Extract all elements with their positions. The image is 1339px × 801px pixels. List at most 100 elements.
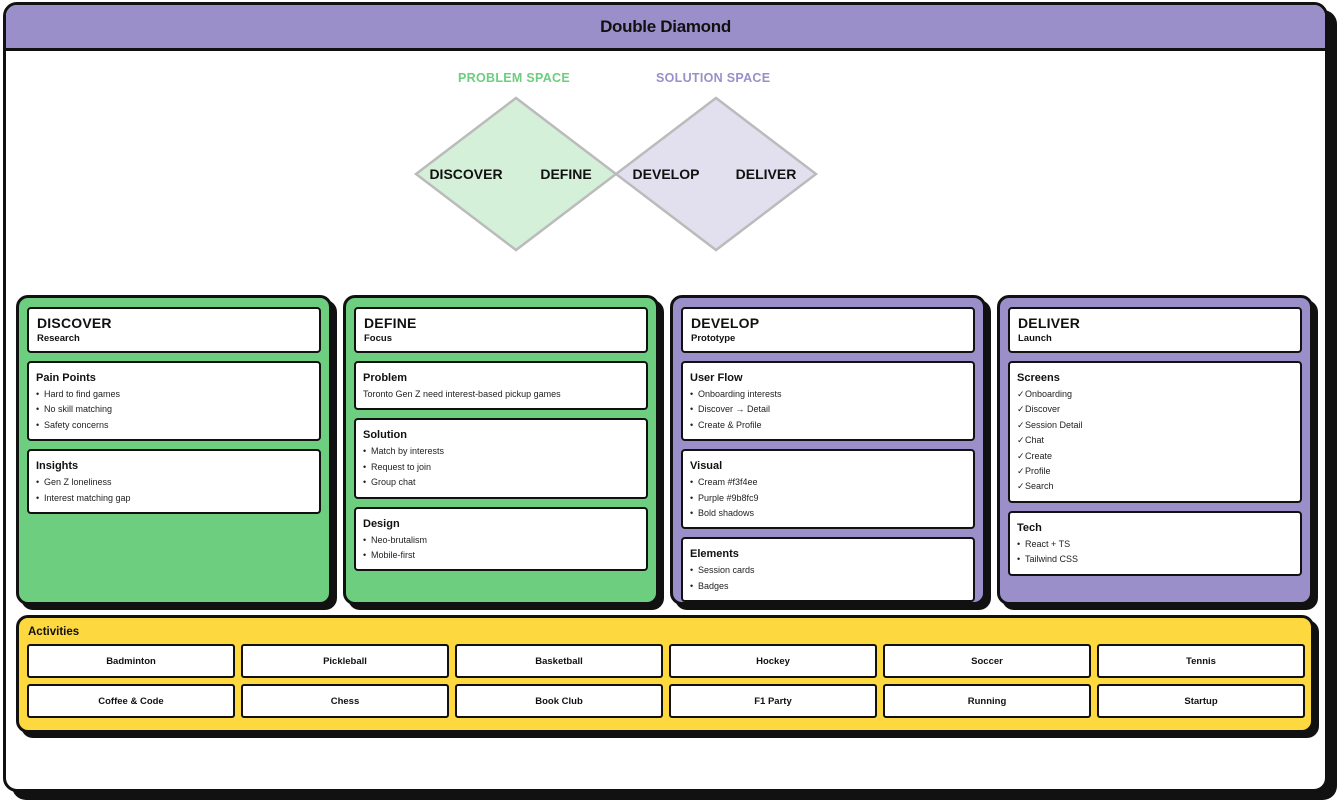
bullet-icon: • xyxy=(363,461,367,472)
item-label: Cream #f3f4ee xyxy=(698,477,758,488)
bullet-item: •Cream #f3f4ee xyxy=(690,475,966,490)
checklist-item: ✓Onboarding xyxy=(1017,387,1293,402)
item-label: Interest matching gap xyxy=(44,492,131,503)
bullet-icon: • xyxy=(36,492,40,503)
checklist-item: ✓Discover xyxy=(1017,402,1293,417)
diamond-label-deliver: DELIVER xyxy=(736,166,797,182)
card-title: Pain Points xyxy=(36,372,96,384)
bullet-item: • Mobile-first xyxy=(363,548,639,563)
card-title: Screens xyxy=(1017,372,1060,384)
bullet-icon: • xyxy=(363,550,367,561)
card-title: Solution xyxy=(363,429,407,442)
check-icon: ✓ xyxy=(1017,450,1025,461)
bullet-item: • Safety concerns xyxy=(36,418,312,433)
item-label: React + TS xyxy=(1025,538,1071,549)
bullet-item: •Badges xyxy=(690,579,966,594)
bullet-icon: • xyxy=(363,534,367,545)
phase-title: DEFINE xyxy=(364,315,417,331)
check-icon: ✓ xyxy=(1017,435,1025,446)
bullet-item: •Bold shadows xyxy=(690,506,966,521)
checklist-item: ✓Search xyxy=(1017,479,1293,494)
activity-button-book-club[interactable]: Book Club xyxy=(455,684,663,718)
checklist-item: ✓Create xyxy=(1017,449,1293,464)
activity-button-soccer[interactable]: Soccer xyxy=(883,644,1091,678)
content-card-user-flow: User Flow•Onboarding interests•Discover … xyxy=(681,361,975,442)
checklist-item: ✓Profile xyxy=(1017,464,1293,479)
board-title: Double Diamond xyxy=(600,16,731,36)
bullet-item: • Session cards xyxy=(690,563,966,578)
phase-subtitle: Prototype xyxy=(691,333,736,344)
card-title: Tech xyxy=(1017,521,1042,534)
checklist-item: ✓Session Detail xyxy=(1017,418,1293,433)
item-label: Safety concerns xyxy=(44,419,109,430)
content-card-elements: Elements • Session cards •Badges xyxy=(681,537,975,603)
item-label: Bold shadows xyxy=(698,508,755,519)
bullet-item: •No skill matching xyxy=(36,402,312,417)
activity-button-pickleball[interactable]: Pickleball xyxy=(241,644,449,678)
item-label: Chat xyxy=(1025,435,1045,446)
content-card-visual: Visual•Cream #f3f4ee•Purple #9b8fc9•Bold… xyxy=(681,449,975,530)
phase-title: DELIVER xyxy=(1018,315,1081,331)
bullet-item: •Group chat xyxy=(363,475,639,490)
solution-space-label: SOLUTION SPACE xyxy=(656,71,771,85)
content-card-design: Design•Neo-brutalism•Mobile-first xyxy=(354,506,648,572)
bullet-item: • Create & Profile xyxy=(690,418,966,433)
bullet-item: •Neo-brutalism xyxy=(363,533,639,548)
phase-title: DISCOVER xyxy=(37,315,112,331)
item-label: Session Detail xyxy=(1025,419,1083,430)
diamond-label-develop: DEVELOP xyxy=(633,166,700,182)
bullet-icon: • xyxy=(36,389,40,399)
bullet-item: • React + TS xyxy=(1017,537,1293,552)
item-label: Hard to find games xyxy=(44,389,121,399)
item-label: Onboarding interests xyxy=(698,389,782,399)
content-card-insights: Insights•Gen Z loneliness•Interest match… xyxy=(27,449,321,515)
bullet-icon: • xyxy=(36,477,40,488)
card-title: Elements xyxy=(690,548,739,561)
item-label: Mobile-first xyxy=(371,550,416,561)
item-label: Profile xyxy=(1025,466,1051,477)
bullet-icon: • xyxy=(36,404,40,415)
bullet-item: • Hard to find games xyxy=(36,387,312,402)
bullet-item: •Tailwind CSS xyxy=(1017,552,1293,567)
bullet-icon: • xyxy=(36,419,40,430)
item-label: Session cards xyxy=(698,565,755,576)
item-label: Purple #9b8fc9 xyxy=(698,492,759,503)
activity-button-badminton[interactable]: Badminton xyxy=(27,644,235,678)
content-card-solution: Solution•Match by interests•Request to j… xyxy=(354,418,648,499)
activity-button-basketball[interactable]: Basketball xyxy=(455,644,663,678)
bullet-icon: • xyxy=(690,419,694,430)
bullet-icon: • xyxy=(1017,554,1021,565)
bullet-item: •Gen Z loneliness xyxy=(36,475,312,490)
bullet-icon: • xyxy=(690,565,694,576)
activity-button-hockey[interactable]: Hockey xyxy=(669,644,877,678)
item-label: Match by interests xyxy=(371,446,445,457)
activities-title: Activities xyxy=(28,626,80,638)
card-title: Insights xyxy=(36,460,79,473)
activity-button-startup[interactable]: Startup xyxy=(1097,684,1305,718)
bullet-item: •Purple #9b8fc9 xyxy=(690,491,966,506)
check-icon: ✓ xyxy=(1017,419,1025,430)
item-label: Create & Profile xyxy=(698,419,762,430)
item-label: Create xyxy=(1025,450,1053,461)
activity-button-chess[interactable]: Chess xyxy=(241,684,449,718)
item-label: Badges xyxy=(698,580,729,591)
item-label: Group chat xyxy=(371,477,416,488)
content-card-screens: Screens✓Onboarding✓Discover✓Session Deta… xyxy=(1008,361,1302,503)
bullet-icon: • xyxy=(1017,538,1021,549)
item-label: Request to join xyxy=(371,461,432,472)
activity-button-running[interactable]: Running xyxy=(883,684,1091,718)
activity-button-coffee-code[interactable]: Coffee & Code xyxy=(27,684,235,718)
activity-button-f1-party[interactable]: F1 Party xyxy=(669,684,877,718)
checklist-item: ✓Chat xyxy=(1017,433,1293,448)
check-icon: ✓ xyxy=(1017,481,1025,492)
activity-button-tennis[interactable]: Tennis xyxy=(1097,644,1305,678)
card-title: Problem xyxy=(363,372,408,384)
check-icon: ✓ xyxy=(1017,389,1025,399)
bullet-icon: • xyxy=(690,404,694,415)
content-card-tech: Tech • React + TS •Tailwind CSS xyxy=(1008,510,1302,576)
